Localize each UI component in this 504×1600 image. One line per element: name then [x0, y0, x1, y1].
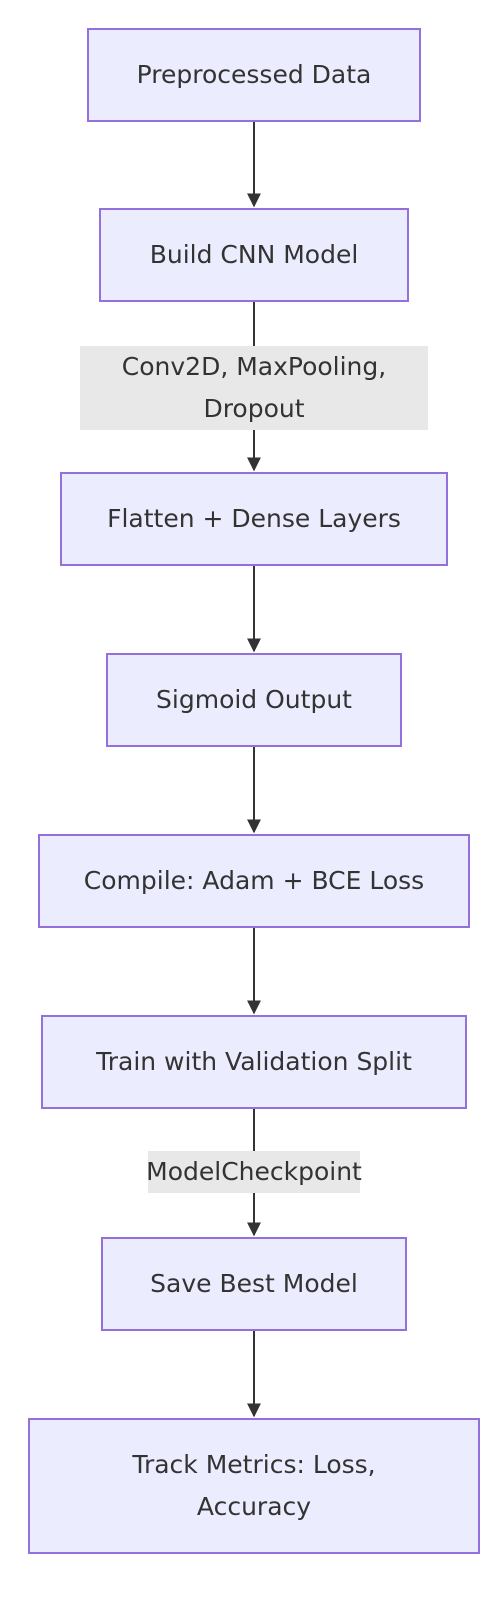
node-preprocessed-data: Preprocessed Data [87, 28, 421, 122]
edge-label-cnn-layers-line2: Dropout [203, 394, 305, 423]
node-track-metrics-line1: Track Metrics: Loss, [132, 1450, 376, 1479]
node-sigmoid-output-label: Sigmoid Output [156, 685, 352, 714]
node-save-best-model: Save Best Model [101, 1237, 407, 1331]
node-flatten-dense-layers-label: Flatten + Dense Layers [107, 504, 401, 533]
node-track-metrics: Track Metrics: Loss, Accuracy [28, 1418, 480, 1554]
edge-label-cnn-layers-line1: Conv2D, MaxPooling, [121, 352, 387, 381]
node-compile: Compile: Adam + BCE Loss [38, 834, 470, 928]
node-track-metrics-line2: Accuracy [196, 1492, 312, 1521]
node-build-cnn-model: Build CNN Model [99, 208, 409, 302]
edge-label-cnn-layers: Conv2D, MaxPooling, Dropout [80, 346, 428, 430]
node-save-best-model-label: Save Best Model [150, 1269, 358, 1298]
node-compile-label: Compile: Adam + BCE Loss [83, 866, 425, 895]
node-preprocessed-data-label: Preprocessed Data [136, 60, 372, 89]
node-sigmoid-output: Sigmoid Output [106, 653, 402, 747]
node-train-validation-split: Train with Validation Split [41, 1015, 467, 1109]
edge-label-model-checkpoint: ModelCheckpoint [146, 1151, 362, 1193]
node-train-validation-split-label: Train with Validation Split [96, 1047, 412, 1076]
edge-label-model-checkpoint-text: ModelCheckpoint [146, 1157, 362, 1186]
node-flatten-dense-layers: Flatten + Dense Layers [60, 472, 448, 566]
node-build-cnn-model-label: Build CNN Model [149, 240, 359, 269]
